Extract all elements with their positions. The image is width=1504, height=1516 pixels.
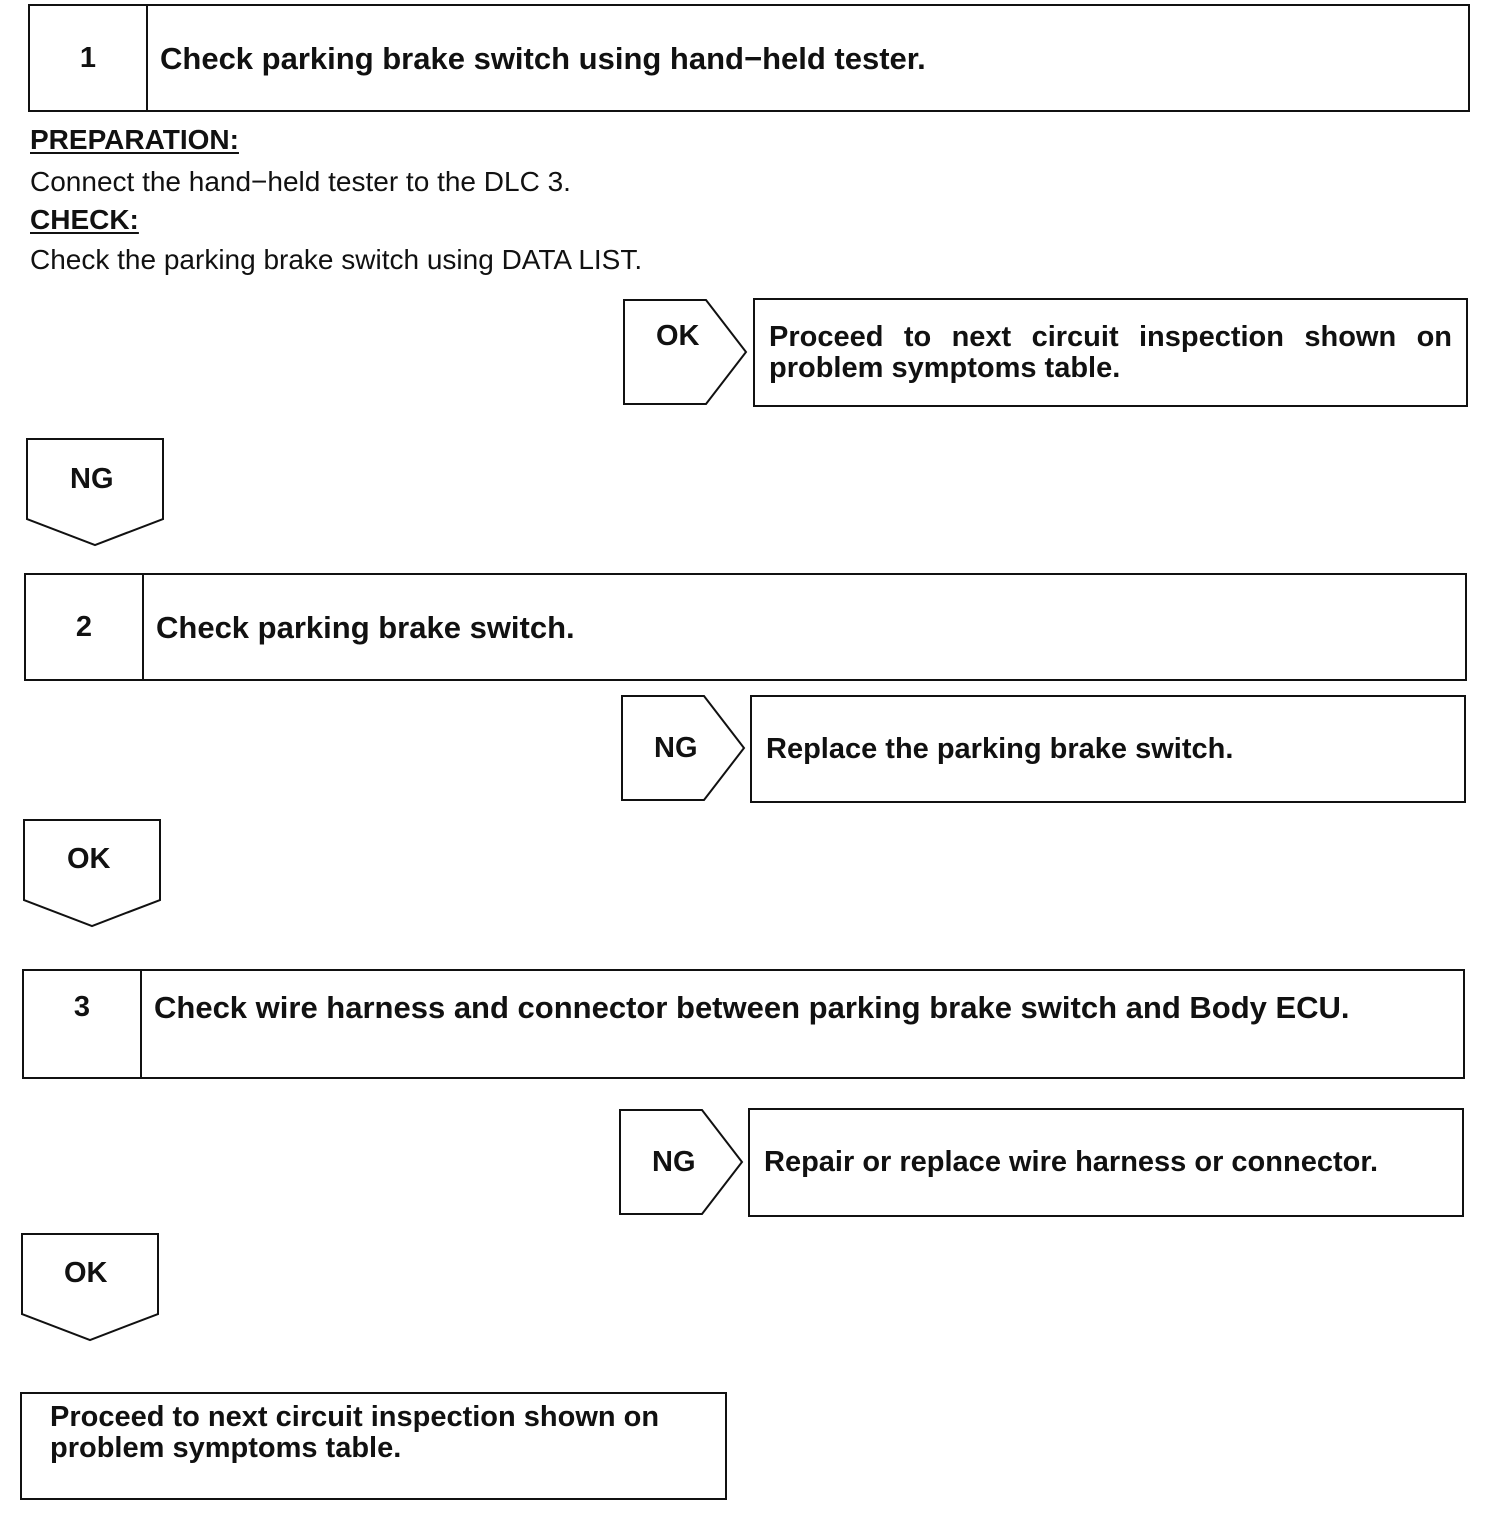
final-result-box: Proceed to next circuit inspection shown…: [20, 1392, 727, 1500]
step-1-ok-result-text: Proceed to next circuit inspection shown…: [769, 321, 1452, 384]
step-2-ng-result-text: Replace the parking brake switch.: [766, 732, 1234, 765]
final-result-text: Proceed to next circuit inspection shown…: [50, 1401, 660, 1464]
step-2-title: Check parking brake switch.: [156, 609, 575, 645]
step-3-ok-label: OK: [64, 1257, 108, 1289]
step-2-box: 2 Check parking brake switch.: [24, 573, 1467, 681]
step-3-ng-result-text: Repair or replace wire harness or connec…: [764, 1146, 1379, 1178]
step-3-ng-label: NG: [652, 1146, 696, 1178]
step-1-ok-result-box: Proceed to next circuit inspection shown…: [753, 298, 1468, 407]
step-3-ng-right-arrow: [619, 1109, 744, 1215]
step-2-ng-label: NG: [654, 732, 698, 764]
step-1-ok-right-arrow: [623, 299, 748, 405]
check-text: Check the parking brake switch using DAT…: [30, 244, 643, 275]
step-2-number: 2: [26, 575, 144, 679]
step-1-ok-label: OK: [656, 320, 700, 352]
step-2-ok-label: OK: [67, 843, 111, 875]
preparation-text: Connect the hand−held tester to the DLC …: [30, 166, 571, 197]
step-1-box: 1 Check parking brake switch using hand−…: [28, 4, 1470, 112]
step-3-number: 3: [24, 971, 142, 1077]
step-1-ng-label: NG: [70, 463, 114, 495]
step-3-ok-down-arrow: [21, 1233, 159, 1342]
step-1-number: 1: [30, 6, 148, 110]
step-3-ng-result-box: Repair or replace wire harness or connec…: [748, 1108, 1464, 1217]
step-1-ng-down-arrow: [26, 438, 164, 547]
step-3-number-text: 3: [73, 991, 91, 1023]
step-3-box: 3 Check wire harness and connector betwe…: [22, 969, 1465, 1079]
step-2-ok-down-arrow: [23, 819, 161, 928]
step-3-title: Check wire harness and connector between…: [154, 990, 1350, 1025]
check-label: CHECK:: [30, 204, 139, 235]
step-1-title: Check parking brake switch using hand−he…: [160, 40, 926, 76]
step-2-ng-right-arrow: [621, 695, 746, 801]
preparation-label: PREPARATION:: [30, 124, 239, 155]
step-2-ng-result-box: Replace the parking brake switch.: [750, 695, 1466, 803]
